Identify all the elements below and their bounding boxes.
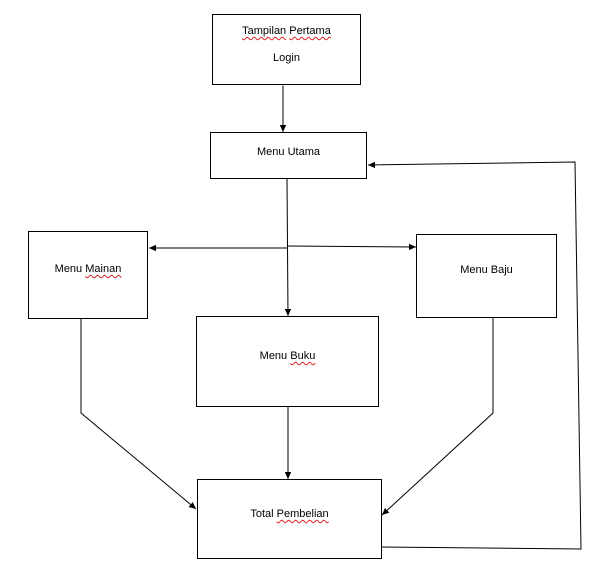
node-menu-mainan-label: Menu Mainan (29, 263, 147, 275)
edge-utama-baju (286, 243, 417, 251)
node-menu-utama-label: Menu Utama (257, 146, 320, 158)
node-total-pembelian: Total Pembelian (197, 479, 382, 559)
node-menu-buku-label: Menu Buku (197, 350, 378, 362)
node-start-login: Tampilan Pertama Login (212, 14, 361, 85)
node-total-word-2: Pembelian (276, 508, 329, 520)
edge-total-utama (367, 161, 582, 550)
node-total-pembelian-label: Total Pembelian (198, 508, 381, 520)
node-menu-buku: Menu Buku (196, 316, 379, 407)
node-start-login-label: Login (273, 52, 300, 64)
node-menu-mainan-word-2: Mainan (85, 263, 122, 275)
edge-utama-buku (283, 171, 292, 317)
node-total-word-1: Total (250, 508, 274, 520)
node-menu-buku-word-2: Buku (290, 350, 316, 362)
node-menu-utama: Menu Utama (210, 132, 367, 179)
node-menu-baju: Menu Baju (416, 234, 557, 318)
node-menu-mainan: Menu Mainan (28, 231, 148, 319)
edge-baju-total (381, 318, 494, 516)
node-menu-baju-label: Menu Baju (460, 264, 513, 276)
node-start-title: Tampilan Pertama (213, 25, 360, 37)
node-menu-mainan-word-1: Menu (54, 263, 83, 275)
edge-mainan-total (80, 319, 197, 510)
node-start-word-1: Tampilan (242, 25, 287, 37)
node-menu-buku-word-1: Menu (259, 350, 288, 362)
node-start-word-2: Pertama (289, 25, 331, 37)
